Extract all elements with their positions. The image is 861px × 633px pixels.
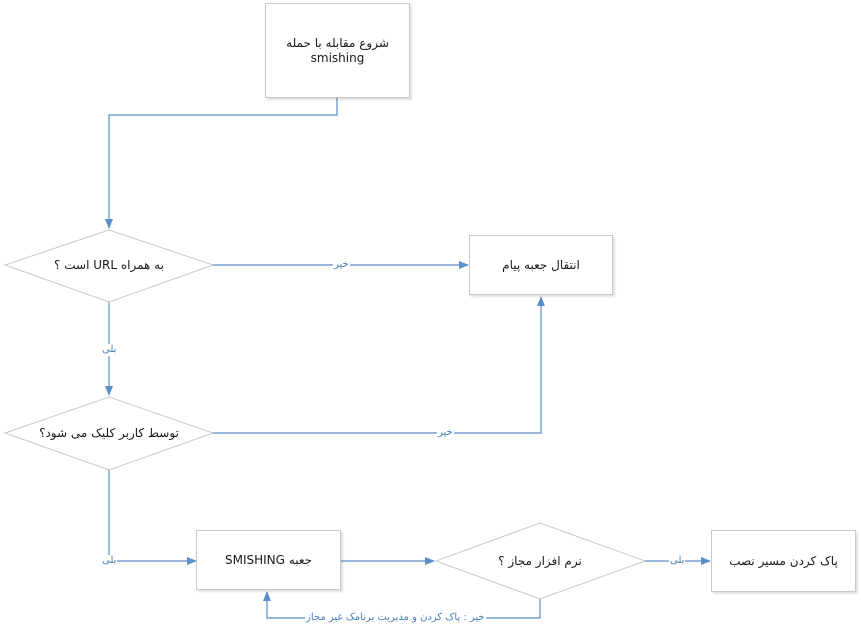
move-message-box: انتقال جعبه پیام — [469, 235, 613, 295]
edge-label-url-yes: بلی — [101, 344, 118, 356]
decision-click-label: توسط کاربر کلیک می شود؟ — [39, 426, 179, 440]
connector-click-no — [213, 296, 545, 434]
smishing-box: جعبه SMISHING — [196, 530, 341, 590]
edge-label-auth-no: خیر : پاک کردن و مدیریت برنامک غیر مجاز — [305, 612, 486, 624]
connector-start-to-url — [105, 98, 338, 229]
edge-label-click-no: خیر — [437, 427, 454, 439]
edge-label-auth-yes: بلی — [669, 555, 686, 567]
connector-click-yes — [108, 470, 197, 565]
clean-install-box: پاک کردن مسیر نصب — [711, 530, 856, 592]
edge-label-url-no: خیر — [333, 259, 350, 271]
decision-authorized-label: نرم افزار مجاز ؟ — [498, 554, 582, 568]
smishing-box-label: جعبه SMISHING — [224, 552, 313, 567]
start-box-line1: شروع مقابله با حمله — [286, 35, 389, 50]
edge-label-click-yes: بلی — [101, 555, 118, 567]
clean-install-box-label: پاک کردن مسیر نصب — [729, 553, 838, 568]
start-box-line2: smishing — [310, 50, 365, 65]
decision-url-label: به همراه URL است ؟ — [54, 258, 164, 272]
move-message-box-label: انتقال جعبه پیام — [502, 257, 580, 272]
start-box: شروع مقابله با حمله smishing — [265, 3, 410, 98]
